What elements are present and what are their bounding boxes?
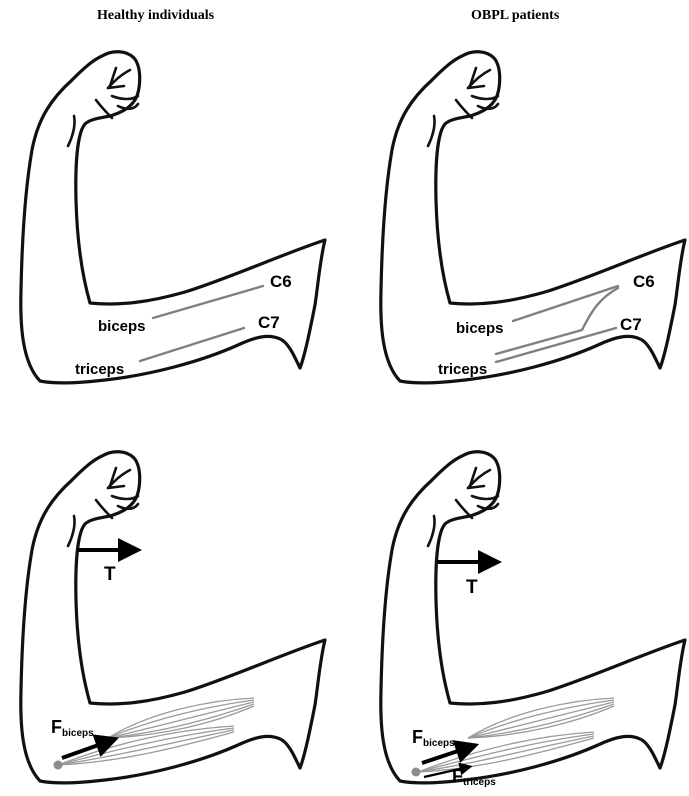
f-symbol: F [452, 766, 463, 786]
torque-label: T [466, 577, 478, 598]
f-symbol: F [51, 717, 62, 737]
f-biceps-subscript: biceps [62, 728, 94, 739]
c6-label: C6 [633, 272, 655, 291]
panel-top-right: C6 C7 biceps triceps [381, 52, 685, 383]
panel-bottom-left: T Fbiceps [21, 452, 325, 783]
c7-label: C7 [258, 313, 280, 332]
triceps-label: triceps [438, 361, 487, 378]
f-triceps-subscript: triceps [463, 777, 496, 788]
f-symbol: F [412, 727, 423, 747]
biceps-label: biceps [456, 320, 504, 337]
arm-outline [381, 452, 685, 783]
f-biceps-subscript: biceps [423, 738, 455, 749]
triceps-label: triceps [75, 361, 124, 378]
panel-bottom-right: T Fbiceps Ftriceps [381, 452, 685, 788]
torque-label: T [104, 564, 116, 585]
arm-outline [21, 52, 325, 383]
origin-dot [412, 768, 421, 777]
c7-label: C7 [620, 315, 642, 334]
panel-top-left: C6 C7 biceps triceps [21, 52, 325, 383]
biceps-label: biceps [98, 318, 146, 335]
c6-label: C6 [270, 272, 292, 291]
origin-dot [54, 761, 63, 770]
